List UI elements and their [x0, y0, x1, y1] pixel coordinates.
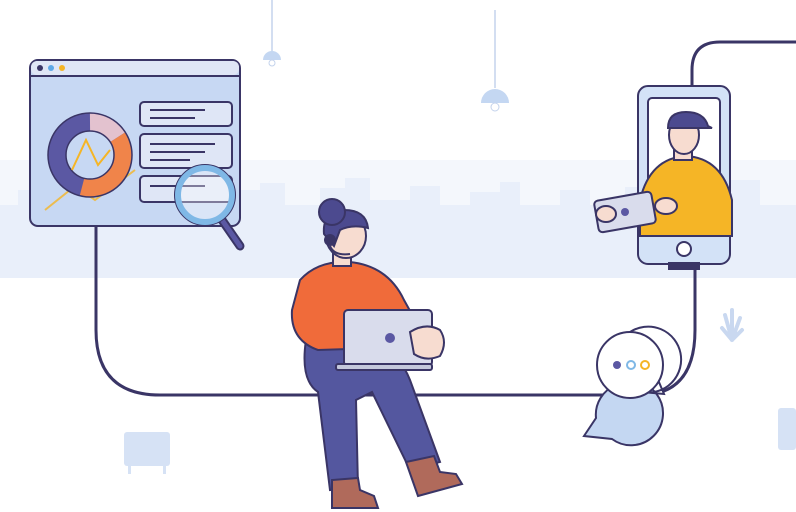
chat-dot-icon: [613, 361, 621, 369]
plant-icon: [720, 308, 744, 342]
cabinet-icon: [778, 408, 796, 450]
side-table-icon: [124, 432, 170, 474]
laptop-icon: [335, 309, 433, 371]
chat-dot-icon: [640, 360, 650, 370]
chat-bubbles-icon: [582, 325, 683, 447]
donut-chart-icon: [47, 112, 133, 198]
chat-dot-icon: [626, 360, 636, 370]
headset-icon: [324, 234, 351, 256]
magnifier-icon: [174, 164, 245, 251]
remote-agent-figure: [593, 110, 733, 237]
window-dot-icon: [48, 65, 54, 71]
pendant-lamp-icon: [481, 10, 509, 112]
analytics-window: [29, 59, 241, 227]
pendant-lamp-icon: [263, 0, 281, 67]
window-dot-icon: [37, 65, 43, 71]
support-agent-figure: [290, 198, 464, 509]
window-dot-icon: [59, 65, 65, 71]
